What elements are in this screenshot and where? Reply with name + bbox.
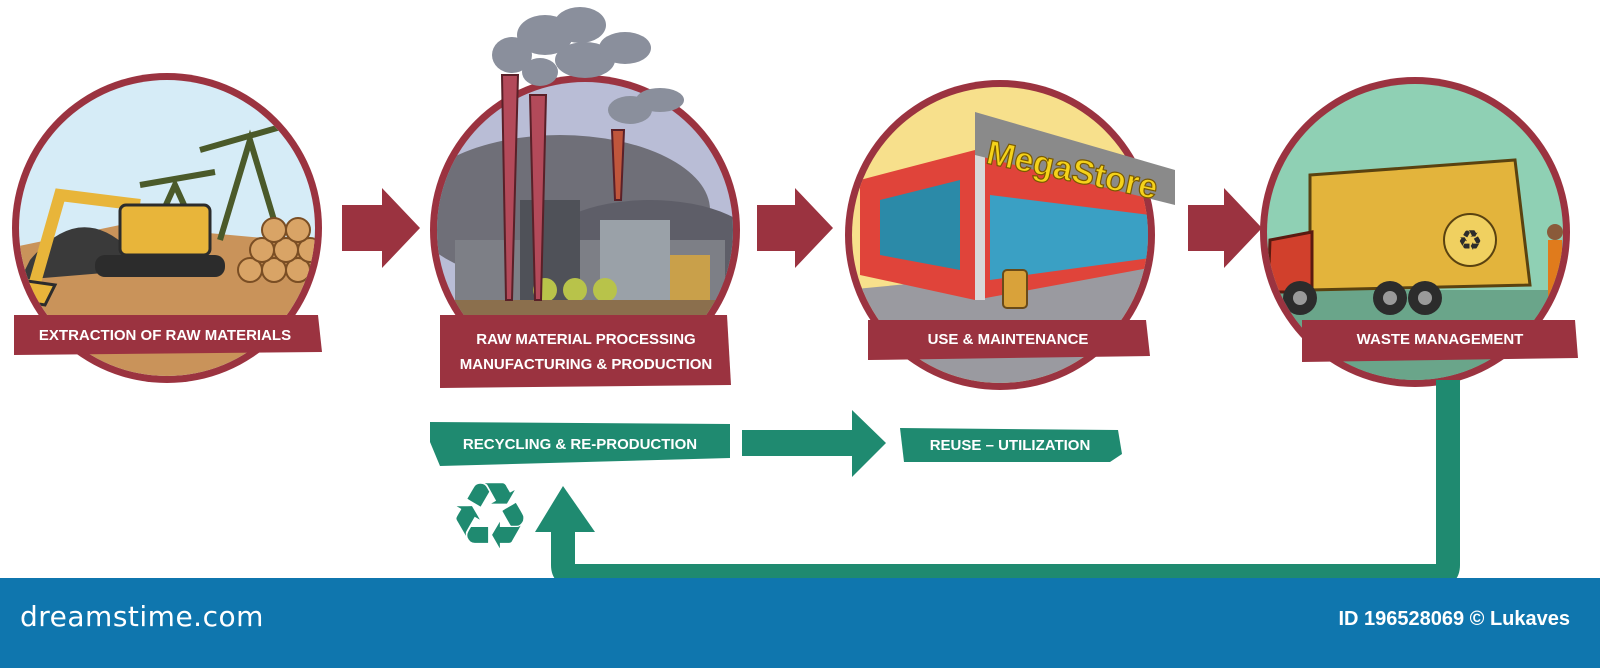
garbage-truck-illustration: ♻ — [1267, 84, 1563, 380]
stage-waste-banner — [1302, 320, 1578, 362]
stage-processing-label-line2: MANUFACTURING & PRODUCTION — [460, 356, 713, 373]
stage-use-banner — [868, 320, 1150, 360]
stage-waste-label: WASTE MANAGEMENT — [1357, 331, 1524, 348]
watermark-site: dreamstime.com — [20, 600, 264, 633]
stage-extraction: EXTRACTION OF RAW MATERIALS — [12, 73, 322, 383]
reuse-banner — [900, 428, 1122, 462]
recycle-icon: ♻ — [449, 463, 531, 570]
recycling-loop: RECYCLING & RE-PRODUCTION REUSE – UTILIZ… — [430, 380, 1460, 588]
smokestacks — [492, 7, 684, 301]
flow-arrow-3 — [1188, 188, 1262, 268]
stage-extraction-banner — [14, 315, 322, 355]
recycling-banner — [430, 422, 730, 466]
svg-text:♻: ♻ — [1457, 224, 1482, 257]
flow-arrow-2 — [757, 188, 833, 268]
stage-processing: RAW MATERIAL PROCESSING MANUFACTURING & … — [430, 7, 740, 388]
return-path-arrowhead — [535, 486, 595, 532]
flow-arrow-1 — [342, 188, 420, 268]
store-sign-board — [975, 112, 1175, 205]
stage-extraction-label: EXTRACTION OF RAW MATERIALS — [39, 327, 291, 344]
reuse-label: REUSE – UTILIZATION — [930, 437, 1091, 454]
stage-waste: ♻ WASTE MANAGEMENT — [1260, 77, 1578, 387]
image-credit: ID 196528069 © Lukaves — [1338, 608, 1570, 630]
stage-processing-banner — [440, 315, 731, 388]
return-path-arrow — [551, 380, 1460, 588]
stage-processing-label-line1: RAW MATERIAL PROCESSING — [476, 331, 695, 348]
stage-use-label: USE & MAINTENANCE — [928, 331, 1089, 348]
reuse-arrow — [742, 410, 886, 477]
watermark-footer: dreamstime.com ID 196528069 © Lukaves — [0, 578, 1600, 668]
stage-use: MegaStore USE & MAINTENANCE — [845, 80, 1175, 390]
recycling-label: RECYCLING & RE-PRODUCTION — [463, 436, 697, 453]
